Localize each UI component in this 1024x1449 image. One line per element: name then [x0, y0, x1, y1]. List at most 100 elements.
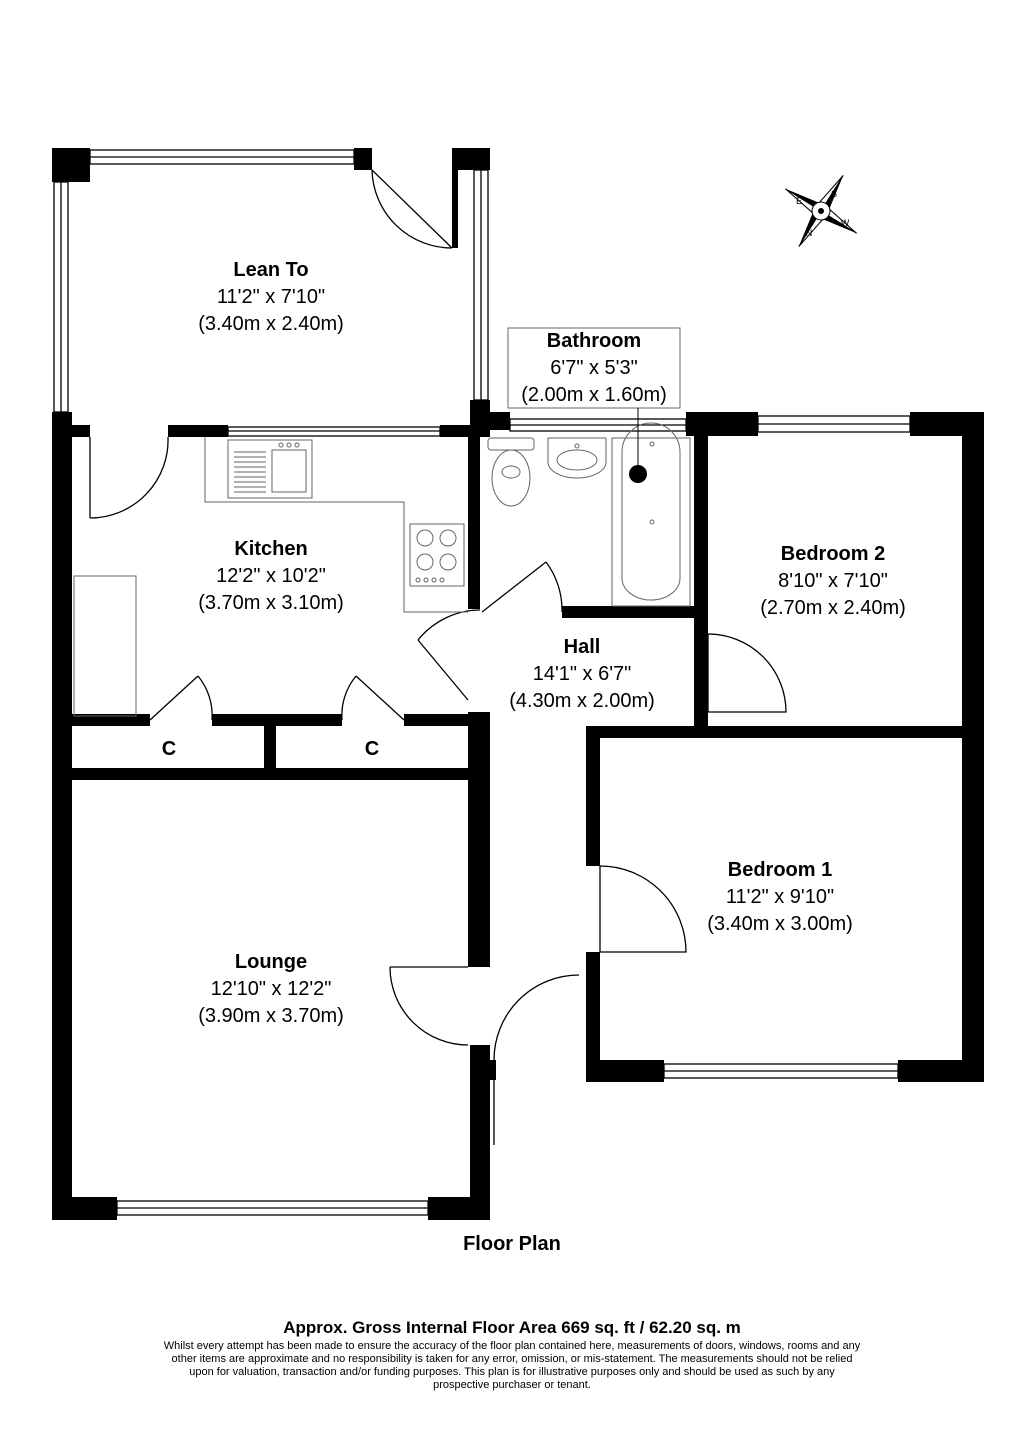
- hob-knob-icon: [423, 577, 429, 583]
- wall-right: [962, 412, 984, 1082]
- room-metric-dims: (3.90m x 3.70m): [198, 1005, 344, 1027]
- room-metric-dims: (3.40m x 3.00m): [707, 913, 853, 935]
- wall-bedroom1-bottom-left: [586, 1060, 664, 1082]
- wall-kitchen-bottom-c: [404, 714, 470, 726]
- wall-kitchen-right: [468, 425, 480, 609]
- wall-lean-to-top-right-stub: [354, 148, 372, 170]
- room-imperial-dims: 12'2" x 10'2": [216, 565, 326, 587]
- disclaimer: Whilst every attempt has been made to en…: [163, 1340, 861, 1391]
- door-kitchen-hall: [417, 609, 481, 701]
- wall-bedroom1-left-upper: [586, 726, 600, 866]
- room-metric-dims: (2.70m x 2.40m): [760, 597, 906, 619]
- toilet-cistern-icon: [487, 437, 535, 451]
- room-imperial-dims: 6'7" x 5'3": [550, 357, 637, 379]
- room-imperial-dims: 14'1" x 6'7": [533, 663, 632, 685]
- compass-rose-icon: [785, 175, 857, 247]
- closet-label: C: [162, 738, 176, 760]
- closet-label: C: [365, 738, 379, 760]
- room-imperial-dims: 12'10" x 12'2": [211, 978, 332, 1000]
- wall-kitchen-top-left: [168, 425, 228, 437]
- kitchen-sink-unit: [227, 439, 313, 499]
- door-kitchen-lean-to: [89, 436, 169, 519]
- wall-lounge-bottom-left: [52, 1197, 117, 1220]
- room-metric-dims: (3.40m x 2.40m): [198, 313, 344, 335]
- wall-left: [52, 412, 72, 1220]
- wall-lounge-right-lower: [470, 1045, 490, 1220]
- sink-bowl-icon: [271, 449, 307, 493]
- door-bedroom2: [707, 633, 787, 713]
- door-lean-to-external: [371, 169, 453, 249]
- hob-ring-icon: [416, 529, 434, 547]
- kitchen-appliance-space: [73, 575, 137, 717]
- hob-ring-icon: [439, 553, 457, 571]
- hob-icon: [409, 523, 465, 587]
- wall-closet-divider: [264, 726, 276, 770]
- windows: [53, 149, 911, 1216]
- wall-bathroom-top-left: [470, 412, 510, 430]
- room-name: Bedroom 1: [728, 859, 832, 881]
- bath-tap-icon: [649, 441, 655, 447]
- bath-tub-icon: [621, 422, 681, 601]
- hob-knob-icon: [439, 577, 445, 583]
- wall-lean-to-corner-tr: [452, 148, 490, 170]
- bath-drain-icon: [649, 519, 655, 525]
- toilet-bowl-icon: [491, 449, 531, 507]
- door-bedroom1: [599, 865, 687, 953]
- door-closet-right: [341, 675, 405, 721]
- room-metric-dims: (3.70m x 3.10m): [198, 592, 344, 614]
- room-imperial-dims: 8'10" x 7'10": [778, 570, 888, 592]
- hob-knob-icon: [431, 577, 437, 583]
- room-name: Hall: [564, 636, 601, 658]
- wall-lean-to-door-jamb: [452, 148, 458, 248]
- wall-kitchen-bottom-a: [72, 714, 150, 726]
- bathroom-label-pointer: [629, 465, 647, 483]
- bathroom-fittings: [487, 422, 691, 607]
- wall-hall-left: [468, 712, 490, 967]
- floor-area: Approx. Gross Internal Floor Area 669 sq…: [283, 1318, 741, 1337]
- compass-west-label: W: [841, 218, 850, 228]
- room-metric-dims: (4.30m x 2.00m): [509, 690, 655, 712]
- room-name: Kitchen: [234, 538, 307, 560]
- basin-tap-icon: [574, 443, 580, 449]
- door-closet-left: [149, 675, 213, 721]
- tap-icon: [286, 442, 292, 448]
- tap-icon: [278, 442, 284, 448]
- compass-east-label: E: [796, 196, 802, 206]
- walls: [52, 148, 984, 1220]
- doors: [89, 169, 787, 1145]
- wall-kitchen-bottom-b: [212, 714, 342, 726]
- wall-entrance-jamb: [488, 1060, 496, 1080]
- wall-lean-to-corner-tl: [52, 148, 90, 182]
- compass-letters: S E W N: [796, 189, 850, 238]
- hob-ring-icon: [416, 553, 434, 571]
- door-front-entrance: [493, 974, 580, 1145]
- wall-closets-bottom: [72, 768, 470, 780]
- bath-icon: [611, 437, 691, 607]
- wall-bathroom-bedroom2-divider: [694, 412, 708, 728]
- wall-bedroom1-left-lower: [586, 952, 600, 1082]
- hob-ring-icon: [439, 529, 457, 547]
- room-metric-dims: (2.00m x 1.60m): [521, 384, 667, 406]
- room-name: Lounge: [235, 951, 307, 973]
- hob-knob-icon: [415, 577, 421, 583]
- kitchen-fittings: [73, 437, 468, 717]
- room-name: Lean To: [233, 259, 308, 281]
- tap-icon: [294, 442, 300, 448]
- basin-icon: [547, 437, 607, 479]
- room-imperial-dims: 11'2" x 9'10": [726, 886, 834, 908]
- door-lounge: [389, 966, 469, 1046]
- door-bathroom: [481, 561, 563, 613]
- basin-bowl-icon: [556, 449, 598, 471]
- kitchen-worktop: [204, 437, 468, 613]
- room-labels: Lean To 11'2" x 7'10" (3.40m x 2.40m) Ba…: [162, 259, 906, 1027]
- plan-title: Floor Plan: [463, 1233, 561, 1255]
- wall-bathroom-bottom: [562, 606, 694, 618]
- room-name: Bedroom 2: [781, 543, 885, 565]
- toilet-seat-icon: [501, 465, 521, 479]
- compass-north-label: N: [806, 228, 813, 238]
- compass-south-label: S: [831, 189, 837, 199]
- room-imperial-dims: 11'2" x 7'10": [217, 286, 325, 308]
- wall-kitchen-top-stub: [72, 425, 90, 437]
- wall-bedroom1-bottom-right: [898, 1060, 984, 1082]
